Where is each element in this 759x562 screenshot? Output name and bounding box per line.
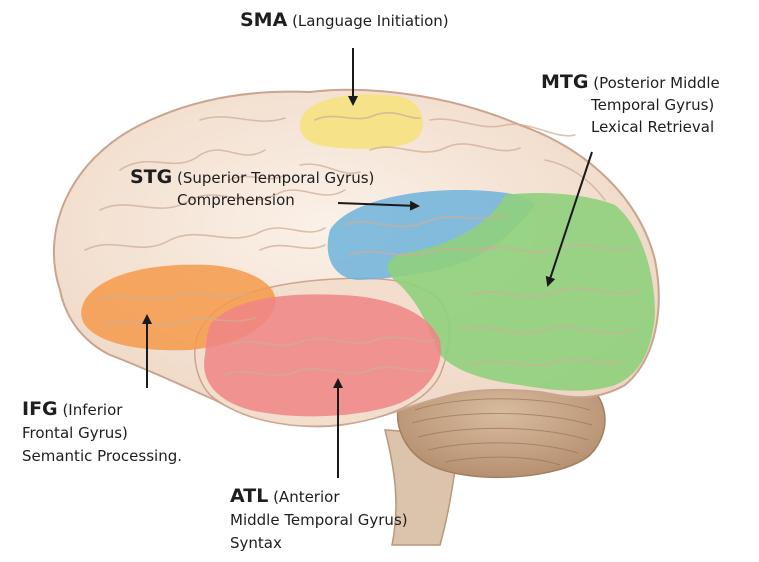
sma-description: (Language Initiation): [292, 12, 449, 30]
atl-abbr: ATL: [230, 485, 268, 507]
stg-function: Comprehension: [130, 189, 374, 211]
mtg-abbr: MTG: [541, 71, 588, 93]
stg-abbr: STG: [130, 166, 172, 188]
atl-region: [204, 294, 441, 416]
atl-description-2: Middle Temporal Gyrus): [230, 509, 408, 532]
mtg-label: MTG (Posterior Middle Temporal Gyrus) Le…: [541, 71, 720, 138]
mtg-description-1: (Posterior Middle: [593, 74, 719, 92]
ifg-description-1: (Inferior: [62, 401, 122, 419]
ifg-label: IFG (Inferior Frontal Gyrus) Semantic Pr…: [22, 398, 182, 468]
atl-function: Syntax: [230, 532, 408, 555]
atl-description-1: (Anterior: [273, 488, 339, 506]
ifg-function: Semantic Processing.: [22, 445, 182, 468]
stg-label: STG (Superior Temporal Gyrus) Comprehens…: [130, 166, 374, 211]
sma-abbr: SMA: [240, 9, 287, 31]
sma-label: SMA (Language Initiation): [240, 10, 449, 31]
atl-label: ATL (Anterior Middle Temporal Gyrus) Syn…: [230, 485, 408, 555]
mtg-function: Lexical Retrieval: [541, 116, 720, 138]
ifg-description-2: Frontal Gyrus): [22, 422, 182, 445]
stg-description: (Superior Temporal Gyrus): [177, 169, 374, 187]
mtg-description-2: Temporal Gyrus): [541, 94, 720, 116]
ifg-abbr: IFG: [22, 398, 58, 420]
